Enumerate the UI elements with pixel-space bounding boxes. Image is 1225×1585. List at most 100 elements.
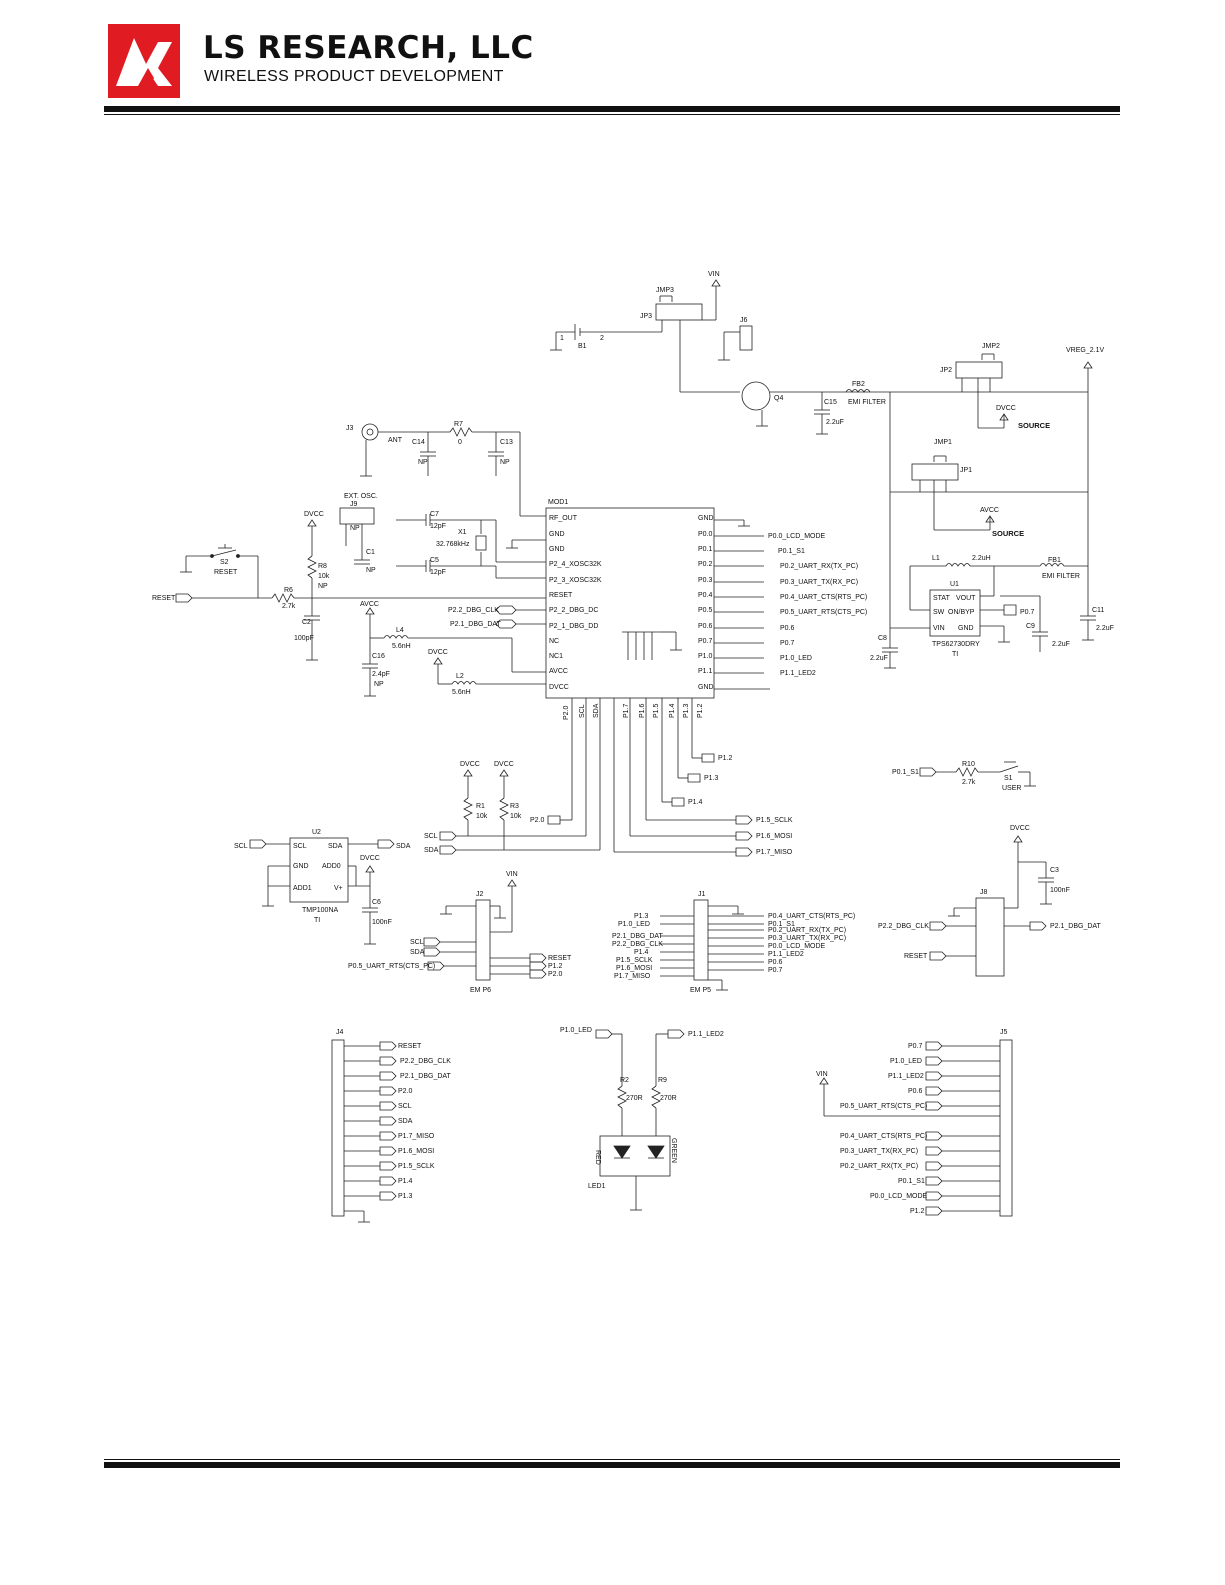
net-p07: P0.7 <box>780 640 795 647</box>
j4-dbg-clk: P2.2_DBG_CLK <box>400 1058 451 1065</box>
pin-p13: P1.3 <box>683 703 690 718</box>
dbg-dat-label: P2.1_DBG_DAT <box>450 621 502 628</box>
j1-label: J1 <box>698 891 706 898</box>
c5-label: C5 <box>430 557 439 564</box>
mod1-p02: P0.2 <box>698 561 713 568</box>
crystal-section: EXT. OSC. J9 NP C1 NP C7 12pF C5 12pF X1… <box>339 493 546 579</box>
j2-rts-net: P0.5_UART_RTS(CTS_PC) <box>348 963 435 970</box>
mod1-nc: NC <box>549 638 559 645</box>
net-p02-rx: P0.2_UART_RX(TX_PC) <box>780 563 858 570</box>
l4-value: 5.6nH <box>392 643 411 650</box>
j4-label: J4 <box>336 1029 344 1036</box>
b1-label: B1 <box>578 343 587 350</box>
net-p16-mosi: P1.6_MOSI <box>756 833 792 840</box>
q4-label: Q4 <box>774 395 783 402</box>
u2-dvcc-label: DVCC <box>360 855 380 862</box>
x1-label: X1 <box>458 529 467 536</box>
l1-value: 2.2uH <box>972 555 991 562</box>
r3-label: R3 <box>510 803 519 810</box>
mod1-reset: RESET <box>549 592 573 599</box>
u2-add1: ADD1 <box>293 885 312 892</box>
j9-np: NP <box>350 525 360 532</box>
company-logo <box>108 24 180 98</box>
mod1-dvcc: DVCC <box>549 684 569 691</box>
fb2-desc: EMI FILTER <box>848 399 886 406</box>
jmp3-label: JMP3 <box>656 287 674 294</box>
pin-sda: SDA <box>593 703 600 718</box>
mod1-p07: P0.7 <box>698 638 713 645</box>
j2-em-p6: J2 EM P6 VIN SCL SDA P0.5_UART_RTS(CTS_P… <box>348 871 572 994</box>
pin-p14: P1.4 <box>669 703 676 718</box>
net-p05-rts: P0.5_UART_RTS(CTS_PC) <box>780 609 867 616</box>
c2-label: C2 <box>302 619 311 626</box>
r1-value: 10k <box>476 813 488 820</box>
j4-p20: P2.0 <box>398 1088 413 1095</box>
c13-np: NP <box>500 459 510 466</box>
c16-np: NP <box>374 681 384 688</box>
j4-sda: SDA <box>398 1118 413 1125</box>
j6-label: J6 <box>740 317 748 324</box>
jmp1-label: JMP1 <box>934 439 952 446</box>
r6-label: R6 <box>284 587 293 594</box>
j1-p17: P1.7_MISO <box>614 973 651 980</box>
mod1-gnd-22: GND <box>698 684 714 691</box>
j3-label: J3 <box>346 425 354 432</box>
u2-sda: SDA <box>328 843 343 850</box>
r3-value: 10k <box>510 813 522 820</box>
vin-label: VIN <box>708 271 720 278</box>
mod1-module: MOD1 RF_OUT GND GND P2_4_XOSC32K P2_3_XO… <box>545 499 867 852</box>
j1-p13: P1.3 <box>634 913 649 920</box>
j1-p07: P0.7 <box>768 967 783 974</box>
mod1-supply-debug: P2.2_DBG_CLK P2.1_DBG_DAT AVCC L4 5.6nH … <box>360 601 546 697</box>
mod1-p01: P0.1 <box>698 546 713 553</box>
c5-value: 12pF <box>430 569 446 576</box>
c3-value: 100nF <box>1050 887 1070 894</box>
c6-label: C6 <box>372 899 381 906</box>
pin-p12: P1.2 <box>697 703 704 718</box>
company-tagline: WIRELESS PRODUCT DEVELOPMENT <box>204 68 504 85</box>
net-p04-cts: P0.4_UART_CTS(RTS_PC) <box>780 594 867 601</box>
u2-gnd: GND <box>293 863 309 870</box>
jmp2-label: JMP2 <box>982 343 1000 350</box>
j4-dbg-dat: P2.1_DBG_DAT <box>400 1073 452 1080</box>
mod1-p03: P0.3 <box>698 577 713 584</box>
u1-vin: VIN <box>933 625 945 632</box>
j4-sclk: P1.5_SCLK <box>398 1163 435 1170</box>
j5-header: J5 VIN P0.7 P1.0_LED P1.1_LED2 P0.6 P0.5… <box>816 1029 1013 1217</box>
jp1-source-label: SOURCE <box>992 529 1024 538</box>
j1-p03: P0.3_UART_TX(RX_PC) <box>768 935 846 942</box>
j1-desc: EM P5 <box>690 987 711 994</box>
j8-debug-header: J8 DVCC C3 100nF P2.2_DBG_CLK RESET P2.1… <box>878 825 1102 977</box>
mod1-p05: P0.5 <box>698 607 713 614</box>
mod1-p04: P0.4 <box>698 592 713 599</box>
mod1-rf-out: RF_OUT <box>549 515 578 522</box>
j4-scl: SCL <box>398 1103 412 1110</box>
mod1-gnd-33: GND <box>698 515 714 522</box>
dvcc-mod-label: DVCC <box>428 649 448 656</box>
j8-dat-net: P2.1_DBG_DAT <box>1050 923 1102 930</box>
c7-label: C7 <box>430 511 439 518</box>
u2-mfr: TI <box>314 917 320 924</box>
j1-p01: P0.1_S1 <box>768 921 795 928</box>
pin-p16: P1.6 <box>639 703 646 718</box>
net-p10-led: P1.0_LED <box>780 655 812 662</box>
r8-np: NP <box>318 583 328 590</box>
ext-osc-label: EXT. OSC. <box>344 493 378 500</box>
j8-reset-net: RESET <box>904 953 928 960</box>
u2-scl-net: SCL <box>234 843 248 850</box>
j5-p04: P0.4_UART_CTS(RTS_PC) <box>840 1133 927 1140</box>
mod1-p06: P0.6 <box>698 623 713 630</box>
c6-value: 100nF <box>372 919 392 926</box>
j1-p14: P1.4 <box>634 949 649 956</box>
power-input-section: JMP3 JP3 VIN J6 B1 1 2 Q4 C15 2.2uF FB2 … <box>550 271 890 435</box>
r9-value: 270R <box>660 1095 677 1102</box>
j1-p15: P1.5_SCLK <box>616 957 653 964</box>
u2-scl: SCL <box>293 843 307 850</box>
j4-mosi: P1.6_MOSI <box>398 1148 434 1155</box>
net-sda: SDA <box>424 847 439 854</box>
mod1-label: MOD1 <box>548 499 568 506</box>
footer-rule <box>104 1462 1120 1468</box>
c14-np: NP <box>418 459 428 466</box>
net-scl: SCL <box>424 833 438 840</box>
